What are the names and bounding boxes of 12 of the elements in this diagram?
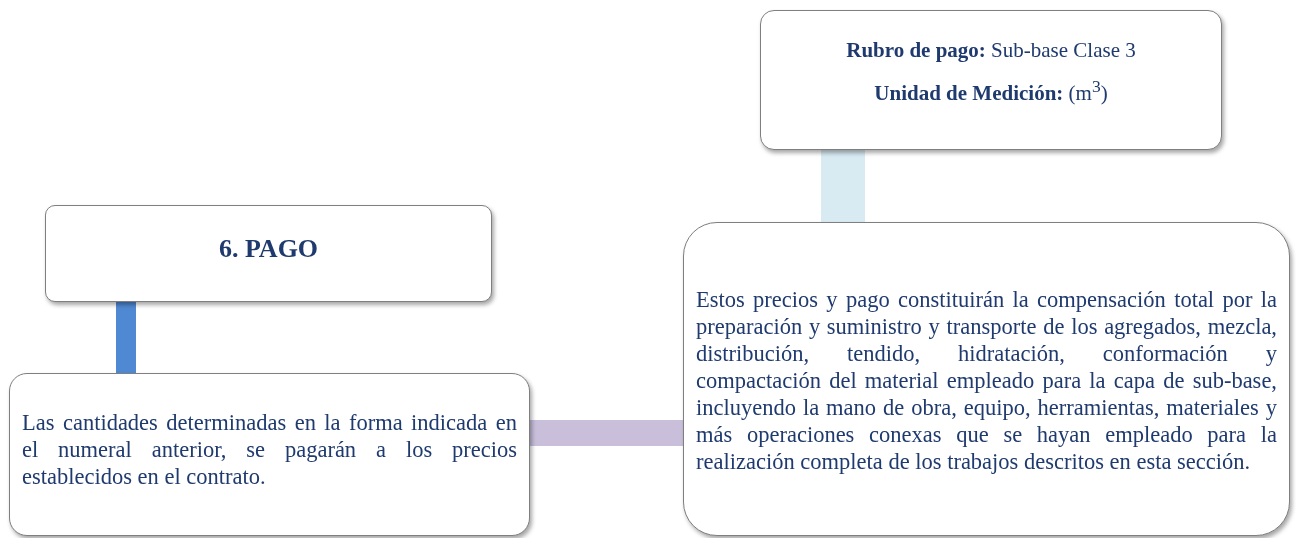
description-text: Las cantidades determinadas en la forma indicada en el numeral anterior, se pagarán a los precios establecidos en el contrato. — [22, 409, 517, 490]
text-box — [760, 10, 1222, 150]
text-box — [9, 373, 530, 536]
connector-bar — [821, 150, 865, 222]
payment-item-text: Rubro de pago: Sub-base Clase 3 — [845, 36, 1137, 64]
connector-bar — [530, 420, 683, 446]
connector-bar — [116, 302, 136, 373]
description-text: Estos precios y pago constituirán la compensación total por la preparación y suministro y transporte de los agregados, mezcla, distribución, tendido, hidratación, conformación y compactación del material empleado para la capa de sub-base, incluyendo la mano de obra, equipo, herramientas, materiales y más operaciones conexas que se hayan empleado para la realización completa de los trabajos descritos en esta sección. — [696, 285, 1277, 475]
text-box — [45, 205, 492, 302]
heading: 6. PAGO — [217, 233, 320, 264]
payment-item-text: Unidad de Medición: (m$^{3}$) — [873, 74, 1109, 107]
text-box — [683, 222, 1290, 536]
